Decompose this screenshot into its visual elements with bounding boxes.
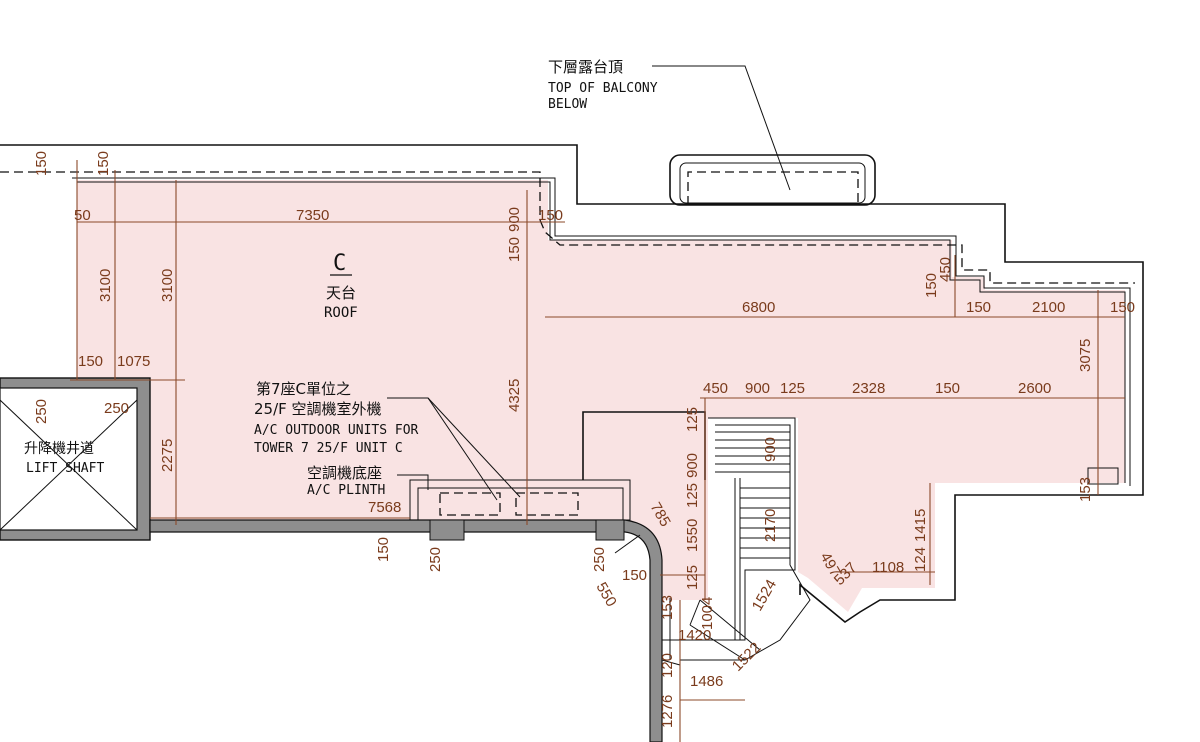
- south-wall: [149, 519, 663, 742]
- dim-900-mid: 900: [745, 380, 770, 397]
- stair-leader: [614, 534, 641, 554]
- ac-label-cn-1: 第7座C單位之: [256, 380, 351, 398]
- dim-150-c: 150: [538, 207, 563, 224]
- dim-900-top: 900: [506, 207, 523, 232]
- dim-1075: 1075: [117, 353, 150, 370]
- dim-150-b: 150: [95, 151, 112, 176]
- dim-125-c: 125: [684, 483, 701, 508]
- dim-250-c: 250: [427, 547, 444, 572]
- dim-150-j: 150: [375, 537, 392, 562]
- dim-4325: 4325: [506, 379, 523, 412]
- dim-450-top: 450: [937, 257, 954, 282]
- lift-shaft-inner: [0, 387, 138, 531]
- inner-wall-top-2: [77, 181, 1126, 483]
- dim-150-i: 150: [935, 380, 960, 397]
- lift-label-cn: 升降機井道: [24, 441, 94, 457]
- outer-wall: [0, 144, 1144, 623]
- step-detail: [1087, 467, 1119, 485]
- dim-150-e: 150: [923, 273, 940, 298]
- ac-leader-2: [427, 397, 521, 498]
- dim-150-g: 150: [1110, 299, 1135, 316]
- plinth-label-cn: 空調機底座: [307, 464, 382, 482]
- dim-125-b: 125: [684, 407, 701, 432]
- dim-1004: 1004: [699, 597, 716, 630]
- dim-150-f: 150: [966, 299, 991, 316]
- dim-1550: 1550: [684, 519, 701, 552]
- dim-3100-b: 3100: [159, 269, 176, 302]
- dim-120: 120: [659, 653, 676, 678]
- dim-125-d: 125: [684, 565, 701, 590]
- ac-unit-1: [439, 492, 501, 516]
- balcony-outline: [669, 154, 876, 206]
- dim-150-l: 150: [622, 567, 647, 584]
- ac-label-en-1: A/C OUTDOOR UNITS FOR: [254, 423, 419, 438]
- dim-125-a: 125: [780, 380, 805, 397]
- dim-2170: 2170: [762, 509, 779, 542]
- dim-250-b: 250: [104, 400, 129, 417]
- ac-unit-2: [515, 492, 579, 516]
- dim-1524: 1524: [749, 577, 780, 614]
- plinth-label-en: A/C PLINTH: [307, 483, 385, 498]
- ac-label-cn-2: 25/F 空調機室外機: [254, 400, 382, 418]
- dim-150-h: 150: [78, 353, 103, 370]
- inner-wall-top: [72, 177, 1131, 486]
- dim-2600: 2600: [1018, 380, 1051, 397]
- dim-550: 550: [593, 580, 620, 610]
- ac-label-en-2: TOWER 7 25/F UNIT C: [254, 441, 403, 456]
- plinth-leader: [397, 474, 429, 490]
- dim-1276: 1276: [659, 695, 676, 728]
- dim-900-v: 900: [762, 437, 779, 462]
- dim-1522: 1522: [729, 639, 765, 675]
- dim-50: 50: [74, 207, 91, 224]
- balcony-inner: [679, 162, 866, 204]
- dim-250-d: 250: [591, 547, 608, 572]
- lift-cross-2: [0, 399, 138, 531]
- balcony-leader: [652, 65, 791, 191]
- roof-label-en: ROOF: [324, 305, 358, 321]
- dim-124: 124: [912, 547, 929, 572]
- dim-2328: 2328: [852, 380, 885, 397]
- column-1: [429, 519, 465, 541]
- dim-250-a: 250: [33, 399, 50, 424]
- dim-2100: 2100: [1032, 299, 1065, 316]
- dim-1108: 1108: [872, 559, 904, 576]
- lift-label-en: LIFT SHAFT: [26, 461, 104, 476]
- balcony-label-en-2: BELOW: [548, 97, 587, 112]
- dimension-lines: [70, 160, 1125, 742]
- roof-area: [77, 180, 1125, 612]
- dim-900-stair: 900: [684, 453, 701, 478]
- unit-letter: C: [333, 251, 346, 276]
- dim-450-mid: 450: [703, 380, 728, 397]
- dim-1486: 1486: [690, 673, 723, 690]
- inner-wall-dashed: [0, 171, 1135, 284]
- dim-3075: 3075: [1077, 339, 1094, 372]
- dim-150-d: 150: [506, 237, 523, 262]
- dim-1420: 1420: [678, 627, 711, 644]
- ac-plinth-inner: [417, 487, 624, 521]
- balcony-dashed: [687, 171, 859, 205]
- dim-7350: 7350: [296, 207, 329, 224]
- dim-7568: 7568: [368, 499, 401, 516]
- dim-2275: 2275: [159, 439, 176, 472]
- dim-150-a: 150: [33, 151, 50, 176]
- balcony-label-en-1: TOP OF BALCONY: [548, 81, 658, 96]
- dim-153: 153: [659, 595, 676, 620]
- dim-3100-a: 3100: [97, 269, 114, 302]
- dim-1415: 1415: [912, 509, 929, 542]
- dim-150-m: 153: [1077, 477, 1094, 502]
- balcony-label-cn: 下層露台頂: [548, 58, 623, 76]
- staircase: [661, 417, 811, 666]
- roof-label-cn: 天台: [326, 284, 356, 302]
- dim-6800: 6800: [742, 299, 775, 316]
- column-2: [595, 519, 625, 541]
